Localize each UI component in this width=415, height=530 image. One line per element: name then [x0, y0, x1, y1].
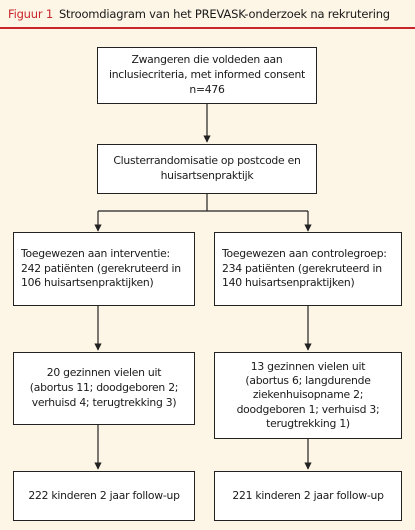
- box-randomisation: Clusterrandomisatie op postcode en huisa…: [97, 144, 317, 194]
- figure-title: Stroomdiagram van het PREVASK-onderzoek …: [58, 7, 390, 21]
- box-allocated-intervention: Toegewezen aan interventie: 242 patiënte…: [13, 232, 195, 306]
- box-dropout-control: 13 gezinnen vielen uit (abortus 6; langd…: [214, 352, 402, 439]
- box-allocated-control: Toegewezen aan controlegroep: 234 patiën…: [214, 232, 402, 306]
- figure-label: Figuur 1: [8, 7, 53, 21]
- figure-header: Figuur 1 Stroomdiagram van het PREVASK-o…: [0, 0, 415, 28]
- box-enrolled: Zwangeren die voldeden aan inclusiecrite…: [97, 47, 317, 104]
- box-followup-control: 221 kinderen 2 jaar follow-up: [214, 471, 402, 521]
- header-rule: [0, 27, 415, 29]
- box-dropout-intervention: 20 gezinnen vielen uit (abortus 11; dood…: [13, 352, 195, 425]
- box-followup-intervention: 222 kinderen 2 jaar follow-up: [13, 471, 195, 521]
